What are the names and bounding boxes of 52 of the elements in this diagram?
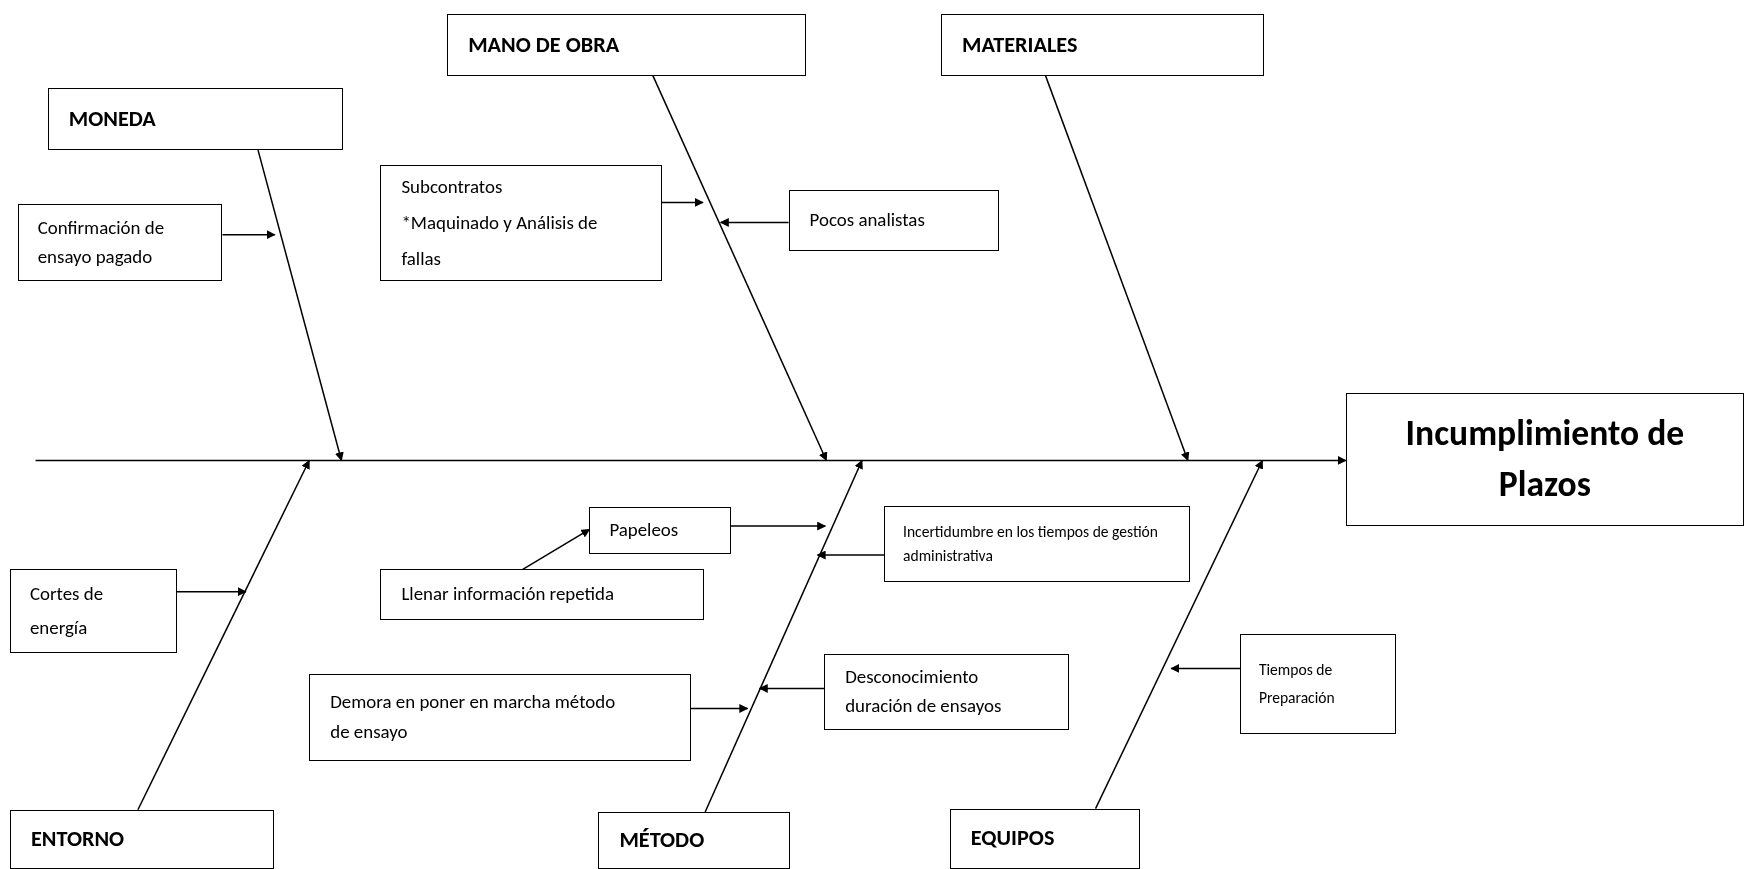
arrow <box>816 550 885 560</box>
arrow <box>689 704 749 713</box>
bone-arrow <box>1094 459 1264 810</box>
cause-text: Demora en poner en marcha método de ensayo <box>330 689 617 746</box>
cause-text: Cortes de energía <box>29 581 105 642</box>
cause-text: Incertidumbre en los tiempos de gestión administrativa <box>903 520 1159 567</box>
category-box <box>940 14 1264 76</box>
cause-text: Llenar información repetida <box>401 583 616 606</box>
cause-text: Pocos analistas <box>809 208 926 234</box>
arrow <box>221 230 276 240</box>
category-box <box>47 87 343 151</box>
cause-text: Desconocimiento duración de ensayos <box>845 664 1003 719</box>
category-label: EQUIPOS <box>970 825 1056 852</box>
arrow <box>719 217 790 227</box>
spine-arrow <box>34 455 1347 465</box>
category-box <box>949 808 1141 869</box>
bone-arrow <box>1044 74 1190 462</box>
cause-text: *Maquinado y Análisis de fallas <box>401 210 599 272</box>
cause-box <box>1240 633 1396 735</box>
bone-arrow <box>257 149 344 462</box>
bone-arrow <box>137 459 310 811</box>
cause-text: Subcontratos <box>401 174 504 201</box>
cause-box <box>17 203 223 282</box>
arrow <box>758 684 825 693</box>
category-box <box>447 14 807 76</box>
category-label: MÉTODO <box>619 826 706 854</box>
bone-arrow <box>652 74 828 462</box>
arrow <box>730 521 827 531</box>
cause-box <box>884 506 1191 582</box>
cause-box <box>380 164 662 282</box>
cause-text: Papeleos <box>609 519 680 542</box>
category-box <box>10 809 274 869</box>
arrow <box>1170 663 1241 673</box>
cause-box <box>824 654 1069 730</box>
cause-text: Confirmación de ensayo pagado <box>37 215 166 271</box>
category-label: MONEDA <box>68 105 157 133</box>
cause-box <box>380 569 705 620</box>
arrow <box>176 587 247 597</box>
cause-box <box>589 507 731 554</box>
category-label: MANO DE OBRA <box>468 31 621 59</box>
arrow <box>522 528 591 571</box>
category-label: MATERIALES <box>961 31 1079 59</box>
arrow <box>661 197 704 207</box>
effect-box <box>1345 392 1744 527</box>
cause-text: Tiempos de Preparación <box>1258 659 1336 709</box>
cause-box <box>788 190 999 252</box>
cause-box <box>309 674 691 761</box>
category-label: ENTORNO <box>31 825 126 853</box>
category-box <box>598 811 790 869</box>
effect-label: Incumplimiento de Plazos <box>1404 409 1686 509</box>
cause-box <box>10 569 177 653</box>
bone-arrow <box>704 459 863 813</box>
